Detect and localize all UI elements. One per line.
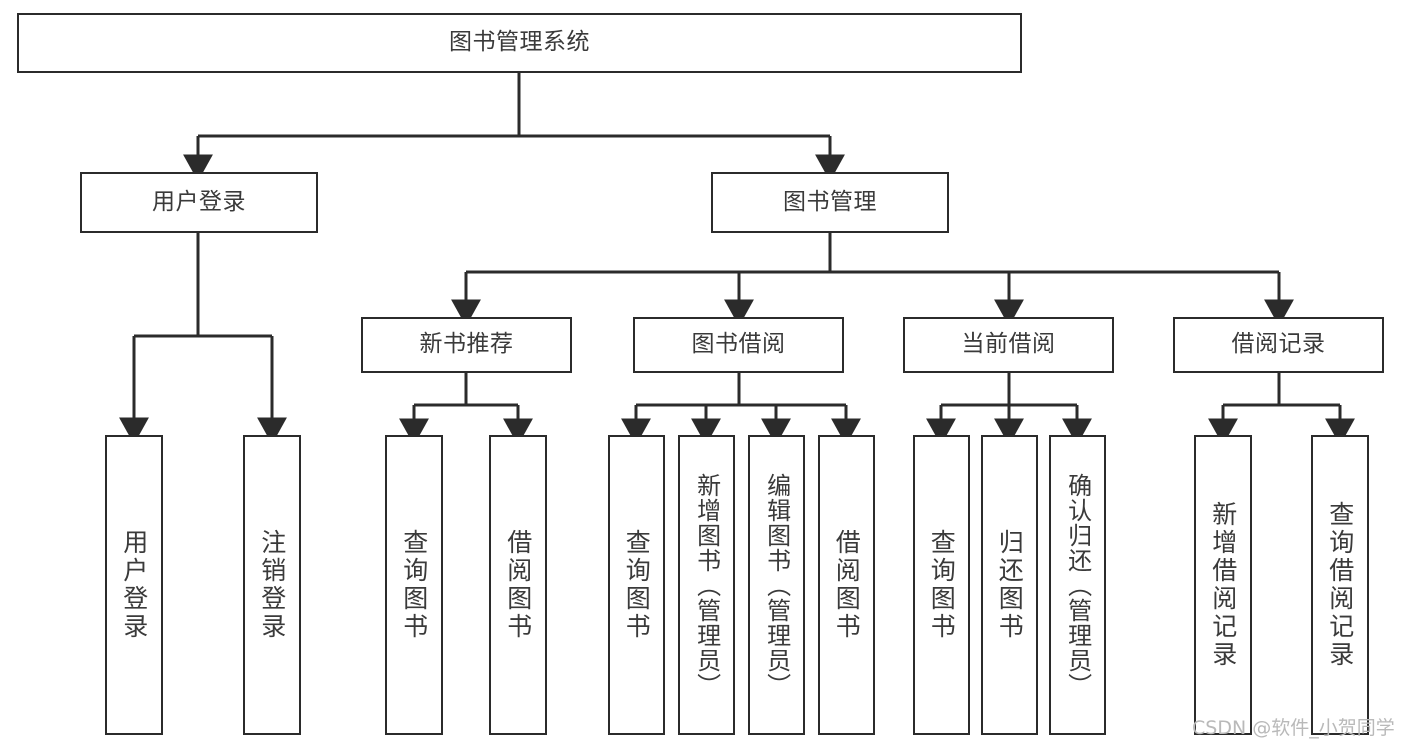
node-leaf-confirm-return[interactable]: 确认归还（管理员） [1049,435,1106,735]
node-user-login[interactable]: 用户登录 [80,172,318,233]
node-leaf-add-book[interactable]: 新增图书（管理员） [678,435,735,735]
node-leaf-query-book-1[interactable]: 查询图书 [385,435,443,735]
node-book-borrow[interactable]: 图书借阅 [633,317,844,373]
node-borrow-record[interactable]: 借阅记录 [1173,317,1384,373]
node-leaf-query-book-3[interactable]: 查询图书 [913,435,970,735]
node-new-book-recommend[interactable]: 新书推荐 [361,317,572,373]
node-leaf-query-record[interactable]: 查询借阅记录 [1311,435,1369,735]
node-root[interactable]: 图书管理系统 [17,13,1022,73]
node-leaf-return-book[interactable]: 归还图书 [981,435,1038,735]
node-leaf-borrow-book-1[interactable]: 借阅图书 [489,435,547,735]
node-leaf-edit-book[interactable]: 编辑图书（管理员） [748,435,805,735]
node-book-management[interactable]: 图书管理 [711,172,949,233]
node-leaf-borrow-book-2[interactable]: 借阅图书 [818,435,875,735]
node-leaf-query-book-2[interactable]: 查询图书 [608,435,665,735]
node-leaf-user-login[interactable]: 用户登录 [105,435,163,735]
node-leaf-user-logout[interactable]: 注销登录 [243,435,301,735]
node-leaf-add-record[interactable]: 新增借阅记录 [1194,435,1252,735]
node-current-borrow[interactable]: 当前借阅 [903,317,1114,373]
